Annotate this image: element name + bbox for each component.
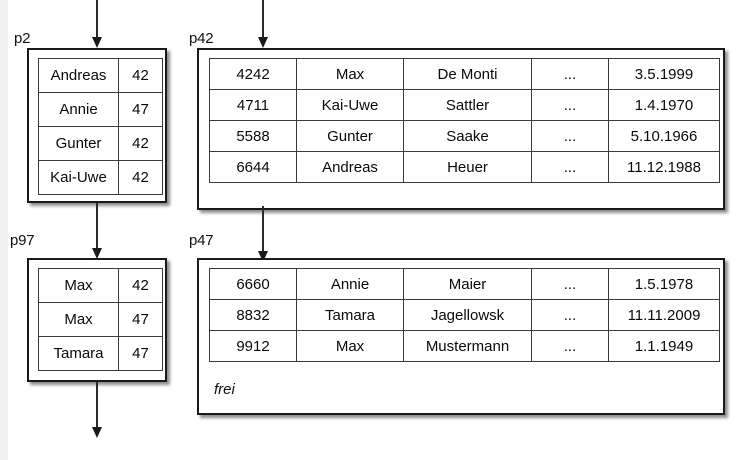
cell-date: 1.5.1978 xyxy=(608,268,720,300)
cell-more: ... xyxy=(531,120,609,152)
cell-bucket: 42 xyxy=(118,160,163,195)
cell-more: ... xyxy=(531,330,609,362)
table-row: Annie 47 xyxy=(38,92,163,127)
cell-date: 5.10.1966 xyxy=(608,120,720,152)
page-gutter-strip xyxy=(0,0,8,460)
cell-name: Tamara xyxy=(38,336,119,371)
cell-id: 4242 xyxy=(209,58,297,90)
table-row: 9912 Max Mustermann ... 1.1.1949 xyxy=(209,330,720,362)
cell-name: Max xyxy=(38,268,119,303)
cell-more: ... xyxy=(531,89,609,121)
cell-id: 6644 xyxy=(209,151,297,183)
cell-date: 1.4.1970 xyxy=(608,89,720,121)
cell-name: Andreas xyxy=(38,58,119,93)
cell-lastname: Sattler xyxy=(403,89,532,121)
cell-bucket: 47 xyxy=(118,92,163,127)
cell-date: 3.5.1999 xyxy=(608,58,720,90)
table-row: Andreas 42 xyxy=(38,58,163,93)
cell-name: Max xyxy=(38,302,119,337)
cell-firstname: Max xyxy=(296,58,404,90)
arrow-into-p2 xyxy=(92,0,102,48)
cell-more: ... xyxy=(531,58,609,90)
data-table-p47: 6660 Annie Maier ... 1.5.1978 8832 Tamar… xyxy=(209,268,720,362)
data-table-p42: 4242 Max De Monti ... 3.5.1999 4711 Kai-… xyxy=(209,58,720,183)
table-row: 4711 Kai-Uwe Sattler ... 1.4.1970 xyxy=(209,89,720,121)
page-label-p2: p2 xyxy=(14,30,31,47)
cell-lastname: Jagellowsk xyxy=(403,299,532,331)
table-row: 4242 Max De Monti ... 3.5.1999 xyxy=(209,58,720,90)
cell-id: 6660 xyxy=(209,268,297,300)
page-label-p97: p97 xyxy=(10,232,35,249)
cell-id: 4711 xyxy=(209,89,297,121)
table-row: 5588 Gunter Saake ... 5.10.1966 xyxy=(209,120,720,152)
cell-firstname: Annie xyxy=(296,268,404,300)
table-row: 6660 Annie Maier ... 1.5.1978 xyxy=(209,268,720,300)
arrow-p2-to-p97 xyxy=(92,203,102,261)
cell-firstname: Max xyxy=(296,330,404,362)
cell-lastname: Mustermann xyxy=(403,330,532,362)
cell-name: Gunter xyxy=(38,126,119,161)
arrow-p42-to-p47 xyxy=(258,206,268,264)
cell-firstname: Gunter xyxy=(296,120,404,152)
cell-id: 9912 xyxy=(209,330,297,362)
table-row: 8832 Tamara Jagellowsk ... 11.11.2009 xyxy=(209,299,720,331)
table-row: Max 42 xyxy=(38,268,163,303)
cell-lastname: Maier xyxy=(403,268,532,300)
cell-bucket: 42 xyxy=(118,268,163,303)
table-row: Kai-Uwe 42 xyxy=(38,160,163,195)
cell-more: ... xyxy=(531,151,609,183)
cell-id: 5588 xyxy=(209,120,297,152)
cell-date: 11.11.2009 xyxy=(608,299,720,331)
page-label-p47: p47 xyxy=(189,232,214,249)
cell-lastname: Saake xyxy=(403,120,532,152)
free-space-label-p47: frei xyxy=(214,381,235,398)
cell-firstname: Kai-Uwe xyxy=(296,89,404,121)
cell-id: 8832 xyxy=(209,299,297,331)
cell-date: 1.1.1949 xyxy=(608,330,720,362)
cell-lastname: Heuer xyxy=(403,151,532,183)
cell-name: Kai-Uwe xyxy=(38,160,119,195)
cell-date: 11.12.1988 xyxy=(608,151,720,183)
arrow-out-of-p97 xyxy=(92,382,102,442)
table-row: 6644 Andreas Heuer ... 11.12.1988 xyxy=(209,151,720,183)
index-table-p97: Max 42 Max 47 Tamara 47 xyxy=(38,268,163,371)
index-table-p2: Andreas 42 Annie 47 Gunter 42 Kai-Uwe 42 xyxy=(38,58,163,195)
cell-firstname: Tamara xyxy=(296,299,404,331)
cell-bucket: 42 xyxy=(118,58,163,93)
cell-more: ... xyxy=(531,299,609,331)
cell-firstname: Andreas xyxy=(296,151,404,183)
cell-lastname: De Monti xyxy=(403,58,532,90)
cell-more: ... xyxy=(531,268,609,300)
cell-bucket: 42 xyxy=(118,126,163,161)
arrow-into-p42 xyxy=(258,0,268,48)
cell-bucket: 47 xyxy=(118,302,163,337)
table-row: Gunter 42 xyxy=(38,126,163,161)
page-label-p42: p42 xyxy=(189,30,214,47)
cell-name: Annie xyxy=(38,92,119,127)
table-row: Tamara 47 xyxy=(38,336,163,371)
cell-bucket: 47 xyxy=(118,336,163,371)
table-row: Max 47 xyxy=(38,302,163,337)
